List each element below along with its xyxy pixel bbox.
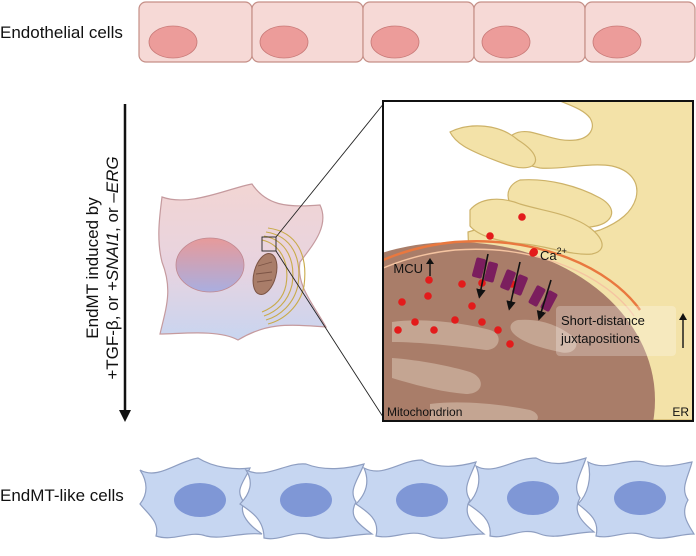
endothelial-nucleus xyxy=(481,25,531,59)
calcium-label: Ca2+ xyxy=(540,246,567,263)
mcu-channels xyxy=(472,257,558,312)
endothelial-nucleus xyxy=(148,25,198,59)
crista xyxy=(392,320,499,350)
induction-text-b: , or – xyxy=(103,193,122,232)
induction-label-line1: EndMT induced by xyxy=(83,197,102,339)
transitioning-cell xyxy=(158,183,328,341)
endmt-like-nucleus xyxy=(280,483,332,517)
endothelial-nucleus xyxy=(370,25,420,59)
er-label: ER xyxy=(672,405,689,419)
endmt-like-cells-label: EndMT-like cells xyxy=(0,486,124,505)
juxtapositions-label: juxtapositions xyxy=(560,331,640,346)
crista xyxy=(430,402,538,421)
endothelial-nucleus xyxy=(259,25,309,59)
endothelial-nucleus xyxy=(592,25,642,59)
induction-label-line2: +TGF-β, or +SNAI1, or –ERG xyxy=(103,156,122,379)
endmt-like-nucleus xyxy=(507,481,559,515)
up-arrow-icon xyxy=(426,258,434,276)
crista xyxy=(510,319,577,353)
mitochondrion-small xyxy=(252,253,278,295)
crista xyxy=(392,358,481,394)
endothelial-cells-label: Endothelial cells xyxy=(0,23,123,42)
gene-snai1: SNAI1 xyxy=(103,232,122,281)
calcium-text: Ca xyxy=(540,248,557,263)
up-arrow-icon xyxy=(679,313,687,348)
transitioning-cell-nucleus xyxy=(175,237,245,293)
calcium-ions xyxy=(394,213,537,348)
down-arrow-icon xyxy=(119,410,131,422)
endmt-like-cell-row xyxy=(139,457,696,540)
inner-membrane xyxy=(383,248,635,317)
zoom-line-bottom xyxy=(275,250,386,421)
calcium-flux-arrows xyxy=(476,253,552,321)
endmt-like-nucleus xyxy=(396,483,448,517)
endmt-like-nucleus xyxy=(174,483,226,517)
calcium-key-dot xyxy=(530,248,538,256)
gene-erg: ERG xyxy=(103,156,122,193)
induction-text-a: +TGF-β, or + xyxy=(103,281,122,380)
calcium-superscript: 2+ xyxy=(557,246,567,256)
short-distance-label: Short-distance xyxy=(561,313,645,328)
mitochondrion-label: Mitochondrion xyxy=(387,405,462,419)
endmt-like-nucleus xyxy=(614,481,666,515)
zoom-region xyxy=(261,236,277,252)
inset-frame xyxy=(382,100,694,422)
er-tubule xyxy=(449,125,537,169)
mcu-label: MCU xyxy=(393,261,423,276)
inset-panel xyxy=(383,101,693,421)
zoom-line-top xyxy=(275,101,386,238)
endothelial-cell-row xyxy=(138,1,696,63)
short-distance-highlight xyxy=(556,306,676,356)
outer-membrane xyxy=(383,240,641,311)
